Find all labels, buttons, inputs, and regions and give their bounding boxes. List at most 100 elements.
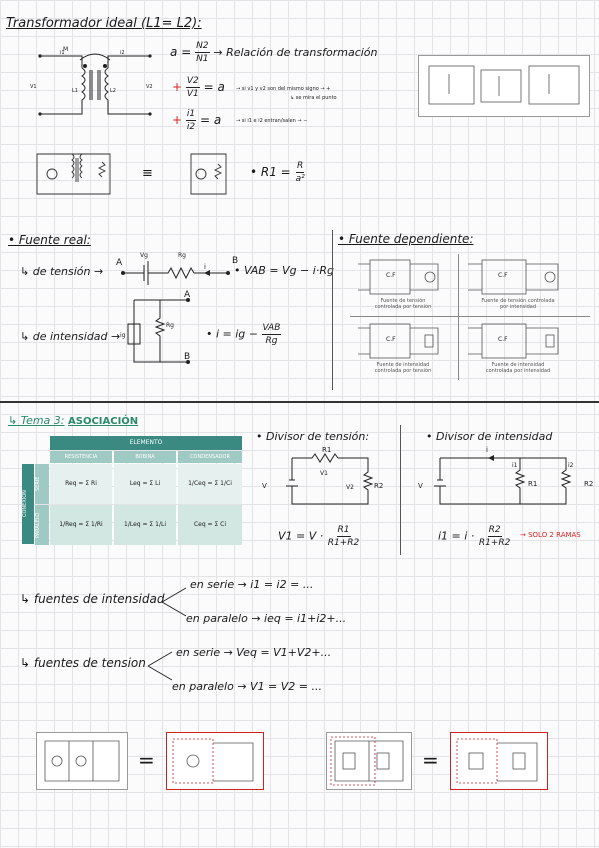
div-t-label-r2: R2 — [374, 482, 384, 490]
div-i-label-i2: i2 — [568, 462, 574, 469]
divider-vertical-divisores — [400, 425, 401, 555]
current-divider-circuit — [434, 455, 572, 505]
title-divisor-tension: • Divisor de tensión: — [256, 430, 370, 443]
table-row-serie: SERIE — [35, 464, 49, 504]
dep-box-label: C.F — [386, 272, 396, 279]
divider-vertical-fuentes — [332, 230, 333, 390]
title-divisor-intensidad: • Divisor de intensidad — [426, 430, 553, 443]
example-circuit-1 — [36, 732, 128, 790]
div-i-label-r2: R2 — [584, 480, 594, 488]
ft-paralelo: en paralelo → V1 = V2 = ... — [172, 680, 322, 693]
div-i-label-i1: i1 — [512, 462, 518, 469]
dep-box-vcvs: C.F Fuente de tensión controlada por ten… — [358, 258, 453, 313]
label-rg-intensidad: Rg — [166, 322, 174, 329]
div-i-label-r1: R1 — [528, 480, 538, 488]
dep-box-caption: Fuente de tensión controlada por tensión — [374, 298, 432, 310]
div-t-label-v2: V2 — [346, 484, 354, 491]
pasted-transformer-image — [418, 55, 590, 117]
label-v2: V2 — [146, 84, 153, 90]
table-cell: 1/Req = Σ 1/Ri — [50, 505, 112, 545]
equals-symbol-1: = — [138, 748, 155, 772]
label-v1: V1 — [30, 84, 37, 90]
table-header-elemento: ELEMENTO — [50, 436, 242, 450]
branch-arrows-tension — [147, 651, 173, 681]
association-table: ELEMENTO RESISTENCIA BOBINA CONDENSADOR … — [22, 436, 242, 546]
label-l1: L1 — [72, 88, 78, 94]
table-cell: 1/Ceq = Σ 1/Ci — [178, 464, 242, 504]
equiv-symbol: ≡ — [142, 166, 153, 181]
label-m: M — [63, 46, 69, 53]
branch-arrows-intensidad — [161, 587, 187, 617]
table-cell: Ceq = Σ Ci — [178, 505, 242, 545]
example-circuit-1-equivalent — [166, 732, 264, 790]
dep-box-vccs: C.F Fuente de intensidad controlada por … — [358, 322, 453, 380]
dep-box-caption: Fuente de tensión controlada por intensi… — [481, 298, 555, 310]
table-col-condensador: CONDENSADOR — [178, 451, 242, 463]
label-fuentes-tension: ↳ fuentes de tension — [20, 656, 146, 670]
section-title-fuente-real: • Fuente real: — [8, 233, 91, 247]
div-t-label-r1: R1 — [322, 446, 332, 454]
label-fuentes-intensidad: ↳ fuentes de intensidad — [20, 592, 165, 606]
equals-symbol-2: = — [422, 748, 439, 772]
div-t-label-v: V — [262, 482, 267, 490]
node-b-tension: B — [232, 256, 239, 266]
label-i-tension: i — [204, 263, 206, 271]
table-col-bobina: BOBINA — [114, 451, 176, 463]
dep-box-caption: Fuente de intensidad controlada por tens… — [374, 362, 432, 374]
grid-divider-v — [458, 254, 459, 380]
section-title-transformador: Transformador ideal (L1= L2): — [6, 16, 202, 31]
node-a-intensidad: A — [184, 290, 191, 300]
current-source-circuit — [127, 298, 190, 364]
grid-divider-h — [350, 316, 590, 317]
example-circuit-2 — [326, 732, 412, 790]
label-i2: i2 — [120, 50, 125, 56]
note-tension-2: ↳ se mira el punto — [290, 95, 337, 101]
transformer-circuit — [38, 53, 152, 116]
label-ig: ig — [120, 332, 126, 339]
reflected-circuit-left — [36, 153, 111, 195]
div-t-label-v1: V1 — [320, 470, 328, 477]
fi-paralelo: en paralelo → ieq = i1+i2+... — [186, 612, 347, 625]
label-vg: Vg — [140, 252, 148, 259]
voltage-divider-circuit — [286, 453, 374, 505]
note-tension-1: → si v1 y v2 son del mismo signo → + — [236, 86, 331, 92]
table-cell: Leq = Σ Li — [114, 464, 176, 504]
voltage-source-circuit — [121, 261, 230, 285]
table-col-resistencia: RESISTENCIA — [50, 451, 112, 463]
div-i-label-v: V — [418, 482, 423, 490]
dependent-sources-grid: C.F Fuente de tensión controlada por ten… — [350, 252, 590, 382]
section-divider — [0, 401, 599, 403]
table-cell: Req = Σ Ri — [50, 464, 112, 504]
label-de-tension: ↳ de tensión → — [20, 265, 104, 278]
note-solo-2-ramas: → SOLO 2 RAMAS — [520, 531, 581, 539]
reflected-circuit-right — [190, 153, 227, 195]
dep-box-caption: Fuente de intensidad controlada por inte… — [485, 362, 551, 374]
dep-box-label: C.F — [498, 336, 508, 343]
example-circuit-2-equivalent — [450, 732, 548, 790]
table-row-paralelo: PARALELO — [35, 505, 49, 545]
label-de-intensidad: ↳ de intensidad → — [20, 330, 121, 343]
label-l2: L2 — [110, 88, 116, 94]
table-cell: 1/Leq = Σ 1/Li — [114, 505, 176, 545]
table-side-conexion: CONEXIÓN — [22, 464, 34, 544]
dep-box-ccvs: C.F Fuente de tensión controlada por int… — [468, 258, 578, 313]
section-title-tema3: ↳ Tema 3: ASOCIACIÓN — [8, 414, 139, 427]
node-a-tension: A — [116, 258, 123, 268]
div-i-label-i: i — [486, 446, 488, 454]
fi-serie: en serie → i1 = i2 = ... — [190, 578, 314, 591]
ft-serie: en serie → Veq = V1+V2+... — [176, 646, 332, 659]
dep-box-cccs: C.F Fuente de intensidad controlada por … — [468, 322, 578, 380]
section-title-fuente-dependiente: • Fuente dependiente: — [338, 232, 474, 246]
eq-vab: • VAB = Vg − i·Rg — [234, 264, 334, 277]
dep-box-label: C.F — [498, 272, 508, 279]
label-i1: i1 — [60, 50, 65, 56]
label-rg-tension: Rg — [178, 252, 186, 259]
note-intensidad: → si i1 e i2 entran/salen → − — [236, 118, 308, 124]
